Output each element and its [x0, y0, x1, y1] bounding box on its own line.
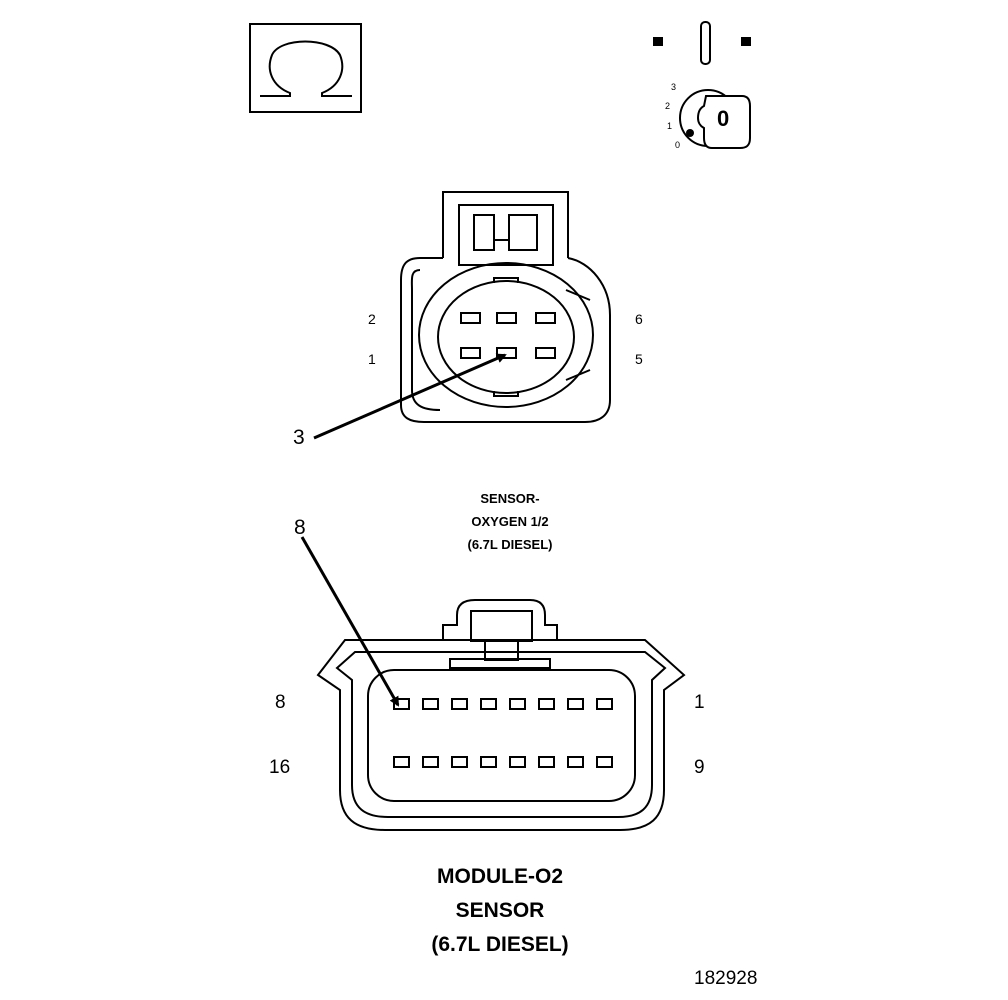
- connector-6-title: SENSOR- OXYGEN 1/2 (6.7L DIESEL): [410, 487, 610, 556]
- connector-6-latch: [442, 191, 569, 258]
- connector-16-face: [367, 669, 636, 802]
- connector-16-pin-label-9: 9: [694, 757, 705, 778]
- pin-cavity-5: [480, 698, 497, 710]
- connector-16-pin-label-8: 8: [275, 692, 286, 713]
- connector-16-pin-label-16: 16: [269, 757, 291, 778]
- callout-3-label: 3: [293, 426, 305, 449]
- callout-arrow-8: [300, 536, 400, 707]
- connector-16-title: MODULE-O2 SENSOR (6.7L DIESEL): [380, 860, 620, 962]
- pin-cavity-6: [535, 312, 556, 324]
- pin-cavity-3: [538, 698, 555, 710]
- connector-6-pin-label-6: 6: [635, 311, 643, 327]
- connector-16-pin-label-1: 1: [694, 692, 705, 713]
- pin-cavity-1: [460, 347, 481, 359]
- connector-6-title-line-3: (6.7L DIESEL): [467, 537, 553, 552]
- connector-16-pins: [393, 698, 613, 768]
- pin-cavity-13: [480, 756, 497, 768]
- connector-6-pin: [400, 191, 611, 423]
- ignition-position-0: 0: [675, 140, 681, 150]
- connector-6-title-line-2: OXYGEN 1/2: [471, 514, 549, 529]
- connector-6-pins: [460, 312, 556, 359]
- pin-cavity-4: [496, 312, 517, 324]
- pin-cavity-6: [451, 698, 468, 710]
- pin-cavity-1: [596, 698, 613, 710]
- connector-16-tab: [442, 599, 558, 640]
- omega-icon: [249, 23, 362, 113]
- ignition-key-label: 0: [717, 106, 730, 131]
- connector-6-pin-label-5: 5: [635, 351, 643, 367]
- pin-cavity-16: [393, 756, 410, 768]
- pin-cavity-9: [596, 756, 613, 768]
- connector-16-pin: [316, 599, 686, 831]
- ignition-position-1: 1: [667, 121, 673, 131]
- ignition-position-3: 3: [671, 82, 677, 92]
- pin-cavity-7: [422, 698, 439, 710]
- callout-8-label: 8: [294, 516, 306, 539]
- pin-cavity-2: [460, 312, 481, 324]
- figure-number: 182928: [694, 968, 758, 989]
- connector-6-title-line-1: SENSOR-: [480, 491, 540, 506]
- connector-16-title-line-1: MODULE-O2: [437, 865, 563, 888]
- connector-6-pin-label-2: 2: [368, 311, 376, 327]
- connector-6-latch-inner: [458, 204, 554, 266]
- connector-6-face: [418, 262, 594, 408]
- pin-cavity-12: [509, 756, 526, 768]
- connector-16-housing: [316, 639, 686, 831]
- pin-cavity-15: [422, 756, 439, 768]
- pin-cavity-10: [567, 756, 584, 768]
- connector-6-pin-label-1: 1: [368, 351, 376, 367]
- connector-16-title-line-2: SENSOR: [455, 899, 545, 922]
- callout-arrow-3: [313, 353, 507, 440]
- ignition-position-2: 2: [665, 101, 671, 111]
- ignition-switch-icon: [653, 21, 751, 149]
- connector-6-housing: [400, 257, 611, 423]
- pin-cavity-4: [509, 698, 526, 710]
- pin-cavity-11: [538, 756, 555, 768]
- pin-cavity-2: [567, 698, 584, 710]
- pin-cavity-14: [451, 756, 468, 768]
- connector-16-title-line-3: (6.7L DIESEL): [431, 933, 569, 956]
- pin-cavity-5: [535, 347, 556, 359]
